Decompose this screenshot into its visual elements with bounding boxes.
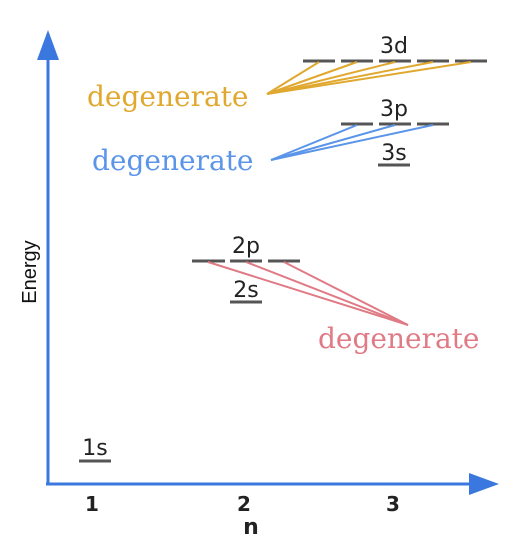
callout-3p-label: degenerate: [92, 144, 254, 177]
x-tick-label-1: 1: [85, 492, 99, 516]
callout-3d-ray-1: [266, 61, 320, 95]
x-tick-label-3: 3: [386, 492, 400, 516]
level-2s: 2s: [230, 278, 262, 304]
level-3d: 3d: [303, 34, 487, 63]
callout-3p-ray-1: [270, 124, 358, 161]
y-axis-title: Energy: [19, 240, 41, 303]
level-3s: 3s: [378, 141, 410, 167]
callout-2p-label: degenerate: [318, 322, 480, 355]
callout-3d: [266, 61, 472, 95]
level-2s-label: 2s: [233, 278, 258, 303]
axes: [37, 30, 499, 495]
callout-2p-ray-3: [283, 261, 409, 326]
callout-3d-ray-2: [266, 61, 358, 95]
callout-2p: [207, 261, 409, 326]
x-axis-title: n: [243, 515, 259, 540]
level-3s-label: 3s: [381, 141, 406, 166]
callout-2p-ray-1: [207, 261, 409, 326]
x-axis-arrowhead-icon: [469, 473, 499, 495]
callout-3d-ray-5: [266, 61, 472, 95]
level-3p-label: 3p: [380, 97, 408, 122]
callout-2p-ray-2: [245, 261, 409, 326]
x-tick-label-2: 2: [237, 492, 251, 516]
level-1s: 1s: [79, 436, 111, 463]
level-3d-label: 3d: [380, 34, 408, 59]
callout-3p-ray-2: [270, 124, 396, 161]
callout-3p: [270, 124, 434, 161]
level-2p: 2p: [192, 234, 300, 263]
callout-3d-label: degenerate: [87, 80, 249, 113]
level-3p: 3p: [341, 97, 449, 126]
level-1s-label: 1s: [82, 436, 107, 461]
y-axis-arrowhead-icon: [37, 30, 59, 60]
level-2p-label: 2p: [232, 234, 260, 259]
callout-3p-ray-3: [270, 124, 434, 161]
callout-3d-ray-3: [266, 61, 396, 95]
